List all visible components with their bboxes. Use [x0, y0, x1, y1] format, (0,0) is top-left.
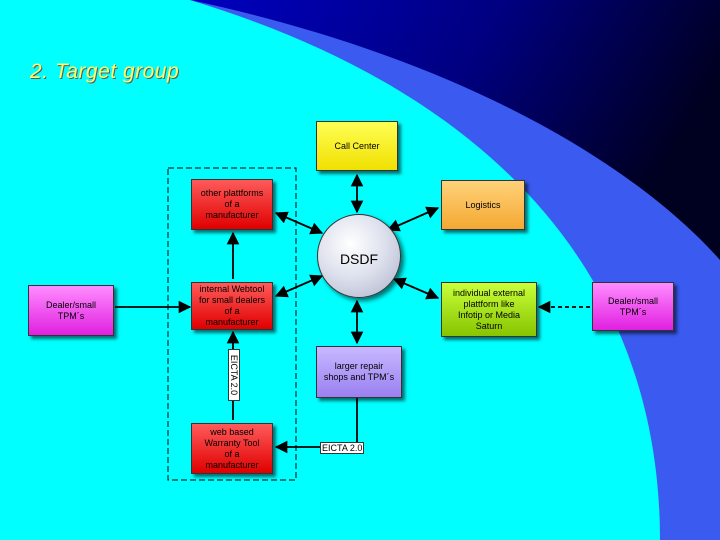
individual-platform-node: individual external plattform like Infot…	[441, 282, 537, 337]
internal-webtool-node: internal Webtool for small dealers of a …	[191, 282, 273, 330]
web-warranty-tool-node: web based Warranty Tool of a manufacture…	[191, 423, 273, 474]
other-platforms-node: other plattforms of a manufacturer	[191, 179, 273, 230]
logistics-node: Logistics	[441, 180, 525, 230]
dealer-right-node: Dealer/small TPM´s	[592, 282, 674, 331]
eicta-vertical-text: EICTA 2.0	[229, 354, 239, 396]
call-center-node: Call Center	[316, 121, 398, 171]
dsdf-node: DSDF	[317, 214, 401, 298]
slide-title: 2. Target group	[30, 60, 180, 83]
dealer-left-node: Dealer/small TPM´s	[28, 285, 114, 336]
repair-shops-node: larger repair shops and TPM´s	[316, 346, 402, 398]
eicta-horizontal-label: EICTA 2.0	[320, 442, 365, 454]
eicta-vertical-label: EICTA 2.0	[228, 349, 240, 401]
